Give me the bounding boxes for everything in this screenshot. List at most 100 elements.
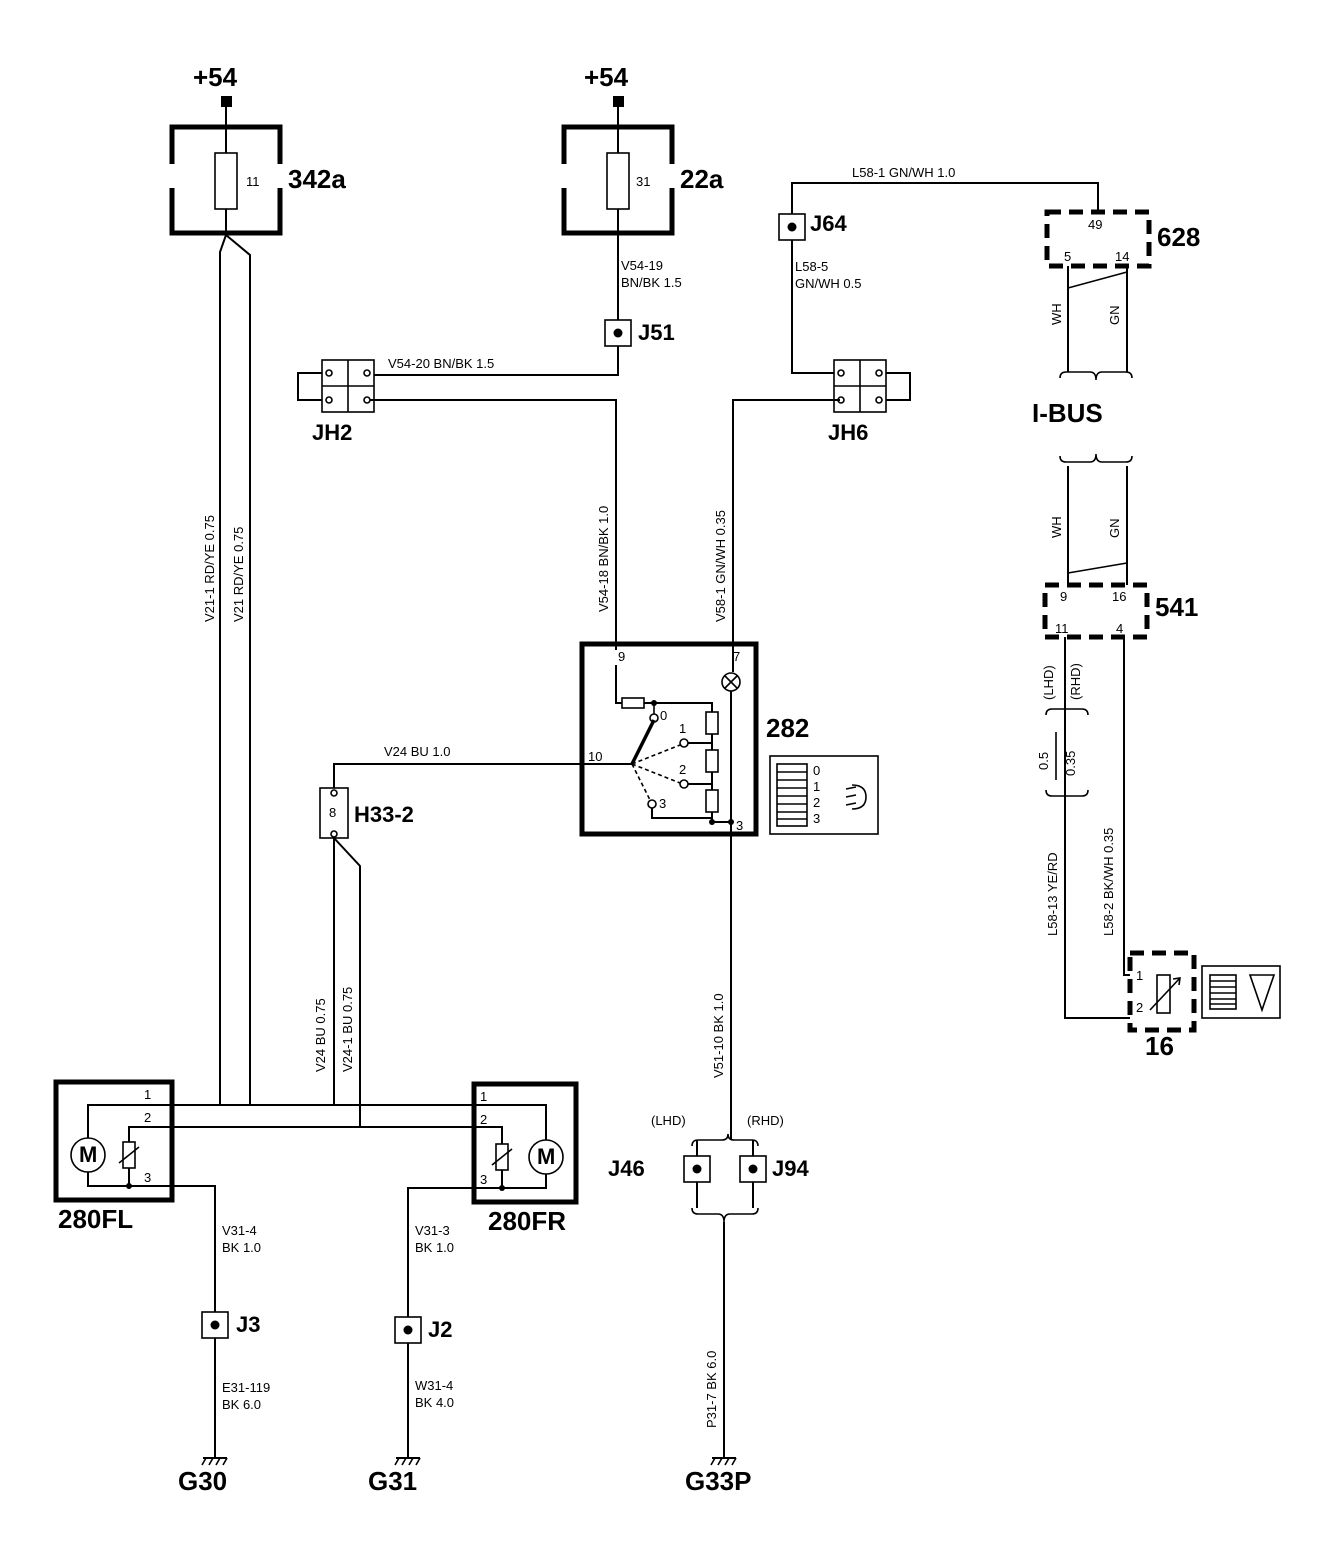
junction-j51-label: J51 bbox=[638, 320, 675, 345]
wire-e31-119-spec: BK 6.0 bbox=[222, 1397, 261, 1412]
wire-v24-1-label: V24-1 BU 0.75 bbox=[340, 987, 355, 1072]
lhd-rhd-bracket-top bbox=[1045, 708, 1089, 716]
motor-280fr-label: 280FR bbox=[488, 1206, 566, 1236]
junction-j2: J2 bbox=[394, 1316, 452, 1344]
switch-282-pin-7: 7 bbox=[733, 649, 740, 664]
fuse-342a-number: 11 bbox=[246, 174, 260, 189]
component-16-resistor bbox=[1156, 974, 1171, 1014]
junction-j46-label: J46 bbox=[608, 1156, 645, 1181]
junction-j46: J46 bbox=[608, 1140, 711, 1208]
headlamp-icon bbox=[851, 784, 867, 810]
lhd-rhd-bracket-j-bottom bbox=[691, 1207, 759, 1223]
motor-280fl-label: 280FL bbox=[58, 1204, 133, 1234]
module-541-pin-4: 4 bbox=[1116, 621, 1123, 636]
module-628-label: 628 bbox=[1157, 222, 1200, 252]
wire-l58-13-label: L58-13 YE/RD bbox=[1045, 852, 1060, 936]
wire-v54-19-spec: BN/BK 1.5 bbox=[621, 275, 682, 290]
motor-280fr-motor: M bbox=[537, 1144, 555, 1169]
wire-l58-5-spec: GN/WH 0.5 bbox=[795, 276, 861, 291]
junction-j94-label: J94 bbox=[772, 1156, 809, 1181]
fuse-22a-element bbox=[606, 152, 630, 210]
component-16-box bbox=[1127, 950, 1197, 1033]
wire-e31-119-id: E31-119 bbox=[222, 1380, 270, 1395]
module-628-pin-49: 49 bbox=[1088, 217, 1102, 232]
junction-j51: J51 bbox=[604, 319, 675, 347]
wire-rhd-label: (RHD) bbox=[1068, 663, 1083, 700]
ibus-label: I-BUS bbox=[1032, 398, 1103, 428]
wire-v31-4-spec: BK 1.0 bbox=[222, 1240, 261, 1255]
wire-l58-5-id: L58-5 bbox=[795, 259, 828, 274]
component-16-pin-2: 2 bbox=[1136, 1000, 1143, 1015]
wire-wh-top-label: WH bbox=[1049, 303, 1064, 325]
fuse-22a-number: 31 bbox=[636, 174, 650, 189]
wire-p31-7-label: P31-7 BK 6.0 bbox=[704, 1351, 719, 1428]
module-541: 9 16 11 4 541 bbox=[1042, 582, 1198, 640]
motor-280fr-box bbox=[471, 1081, 579, 1205]
sensor-16-symbol-frame bbox=[1201, 965, 1281, 1019]
motor-280fl-pin-2: 2 bbox=[144, 1110, 151, 1125]
module-628-pin-14: 14 bbox=[1115, 249, 1129, 264]
connector-jh6-label: JH6 bbox=[828, 420, 868, 445]
motor-280fl-motor: M bbox=[79, 1142, 97, 1167]
supply-left: +54 bbox=[193, 62, 238, 153]
fuse-342a-label: 342a bbox=[288, 164, 346, 194]
motor-280fl-pin-3: 3 bbox=[144, 1170, 151, 1185]
junction-j2-label: J2 bbox=[428, 1317, 452, 1342]
module-628-box bbox=[1044, 209, 1152, 269]
module-541-label: 541 bbox=[1155, 592, 1198, 622]
supply-left-label: +54 bbox=[193, 62, 238, 92]
legend-282-pos-1: 1 bbox=[813, 779, 820, 794]
supply-mid-label: +54 bbox=[584, 62, 629, 92]
junction-j3: J3 bbox=[201, 1311, 260, 1339]
connector-h33-2-label: H33-2 bbox=[354, 802, 414, 827]
component-16-pin-1: 1 bbox=[1136, 968, 1143, 983]
wire-frac-bottom: 0.35 bbox=[1063, 751, 1078, 776]
wire-v24-label: V24 BU 1.0 bbox=[384, 744, 451, 759]
wire-l58-2-label: L58-2 BK/WH 0.35 bbox=[1101, 828, 1116, 936]
ground-g30-label: G30 bbox=[178, 1466, 227, 1496]
wire-w31-4-spec: BK 4.0 bbox=[415, 1395, 454, 1410]
component-16-label: 16 bbox=[1145, 1031, 1174, 1061]
component-16: 1 2 16 bbox=[1127, 950, 1197, 1061]
switch-282-symbol: 0 1 2 3 bbox=[769, 755, 879, 835]
switch-282-pos-2: 2 bbox=[679, 762, 686, 777]
motor-280fr: 1 2 3 M 280FR bbox=[471, 1081, 579, 1236]
wire-v31-3-id: V31-3 bbox=[415, 1223, 450, 1238]
motor-280fr-pin-1: 1 bbox=[480, 1089, 487, 1104]
lhd-rhd-bracket-j bbox=[691, 1133, 759, 1147]
module-628-pin-5: 5 bbox=[1064, 249, 1071, 264]
lhd-rhd-bracket-bottom bbox=[1045, 789, 1089, 797]
wire-wh-bottom-label: WH bbox=[1049, 516, 1064, 538]
ibus-bracket-bottom bbox=[1059, 453, 1133, 463]
module-541-box bbox=[1042, 582, 1150, 640]
switch-282: 9 7 10 3 282 0 1 2 3 bbox=[579, 641, 809, 837]
switch-282-pin-10: 10 bbox=[588, 749, 602, 764]
legend-282-pos-2: 2 bbox=[813, 795, 820, 810]
ground-g31: G31 bbox=[368, 1457, 421, 1496]
module-541-pin-16: 16 bbox=[1112, 589, 1126, 604]
wire-gn-top-label: GN bbox=[1107, 306, 1122, 326]
switch-282-pin-9: 9 bbox=[618, 649, 625, 664]
switch-282-pin-3: 3 bbox=[736, 818, 743, 833]
connector-jh6: JH6 bbox=[828, 359, 911, 445]
connector-jh2-label: JH2 bbox=[312, 420, 352, 445]
wire-lhd-label: (LHD) bbox=[1041, 665, 1056, 700]
ground-g30: G30 bbox=[178, 1457, 228, 1496]
motor-280fr-pin-3: 3 bbox=[480, 1172, 487, 1187]
ground-g31-label: G31 bbox=[368, 1466, 417, 1496]
switch-282-pos-3: 3 bbox=[659, 796, 666, 811]
ibus-bracket-top bbox=[1059, 371, 1133, 381]
motor-280fl-pin-1: 1 bbox=[144, 1087, 151, 1102]
switch-282-symbol-frame bbox=[769, 755, 879, 835]
wire-gn-bottom-label: GN bbox=[1107, 519, 1122, 539]
connector-h33-2-pin: 8 bbox=[329, 805, 336, 820]
switch-282-label: 282 bbox=[766, 713, 809, 743]
wire-v24-left-label: V24 BU 0.75 bbox=[313, 998, 328, 1072]
wire-l58-1-label: L58-1 GN/WH 1.0 bbox=[852, 165, 955, 180]
module-541-pin-11: 11 bbox=[1055, 621, 1069, 636]
junction-j94: J94 bbox=[739, 1140, 809, 1208]
legend-282-pos-3: 3 bbox=[813, 811, 820, 826]
wire-v31-4-id: V31-4 bbox=[222, 1223, 257, 1238]
module-541-pin-9: 9 bbox=[1060, 589, 1067, 604]
